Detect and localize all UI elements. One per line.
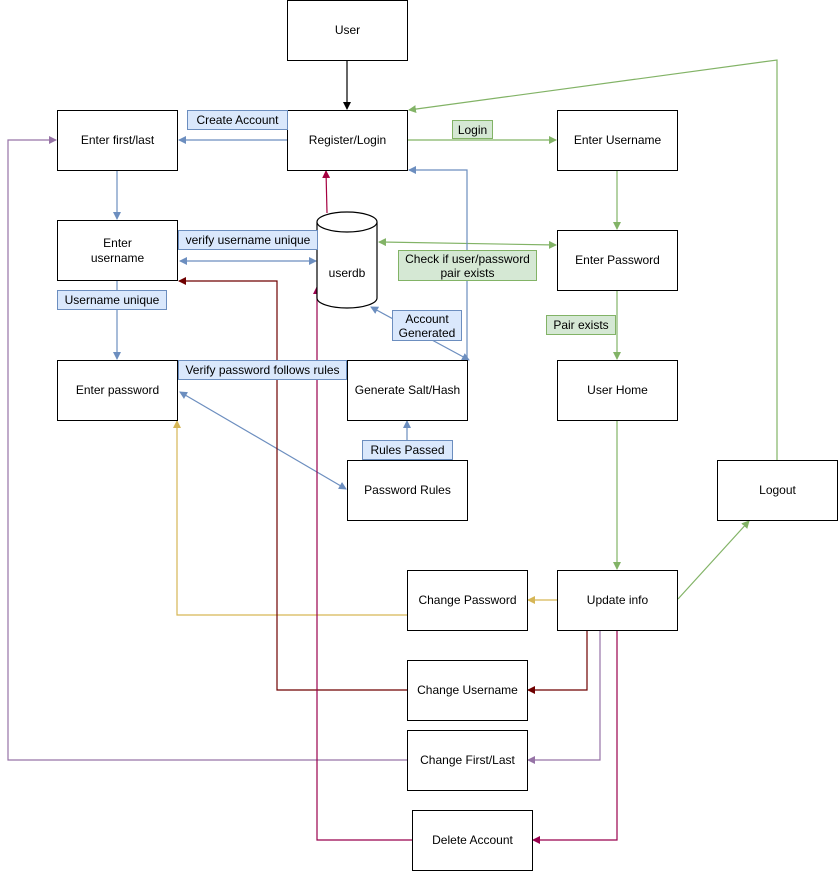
label-create-account: Create Account <box>187 110 288 130</box>
label-login: Login <box>452 120 493 139</box>
label-rules-passed: Rules Passed <box>362 440 453 460</box>
label-account-generated: Account Generated <box>392 310 462 341</box>
edge-update-to-change-username <box>527 630 588 694</box>
node-delete-account[interactable]: Delete Account <box>412 810 533 871</box>
edge-userdb-to-register <box>322 170 331 214</box>
edge-password-to-rules <box>179 391 347 490</box>
edge-update-to-change-first-last <box>527 630 601 764</box>
edge-salt-to-register <box>408 166 468 360</box>
label-verify-password-rules: Verify password follows rules <box>178 360 347 380</box>
userdb-label: userdb <box>328 266 366 280</box>
edge-update-to-delete <box>532 630 618 844</box>
edge-change-first-last-to-enter-first-last <box>7 136 407 761</box>
node-enter-password-login[interactable]: Enter Password <box>557 230 678 291</box>
edge-logout-to-register <box>408 59 778 460</box>
node-enter-username-login[interactable]: Enter Username <box>557 110 678 171</box>
node-password-rules[interactable]: Password Rules <box>347 460 468 521</box>
node-user[interactable]: User <box>287 0 408 61</box>
node-enter-username-register[interactable]: Enter username <box>57 220 178 281</box>
edge-update-to-logout <box>677 520 750 600</box>
label-pair-exists: Pair exists <box>546 315 616 335</box>
edge-delete-to-userdb <box>313 286 412 841</box>
edge-change-password-to-enter-password <box>173 420 407 616</box>
label-check-pair: Check if user/password pair exists <box>398 250 537 281</box>
label-username-unique: Username unique <box>57 290 167 310</box>
node-register-login[interactable]: Register/Login <box>287 110 408 171</box>
node-change-first-last[interactable]: Change First/Last <box>407 730 528 791</box>
node-change-password[interactable]: Change Password <box>407 570 528 631</box>
node-enter-first-last[interactable]: Enter first/last <box>57 110 178 171</box>
edge-change-username-to-enter-username <box>178 277 407 691</box>
node-change-username[interactable]: Change Username <box>407 660 528 721</box>
node-enter-password-register[interactable]: Enter password <box>57 360 178 421</box>
node-update-info[interactable]: Update info <box>557 570 678 631</box>
node-generate-salt-hash[interactable]: Generate Salt/Hash <box>347 360 468 421</box>
userdb-cylinder <box>316 211 378 309</box>
node-user-home[interactable]: User Home <box>557 360 678 421</box>
label-verify-username-unique: verify username unique <box>178 230 318 250</box>
node-logout[interactable]: Logout <box>717 460 838 521</box>
